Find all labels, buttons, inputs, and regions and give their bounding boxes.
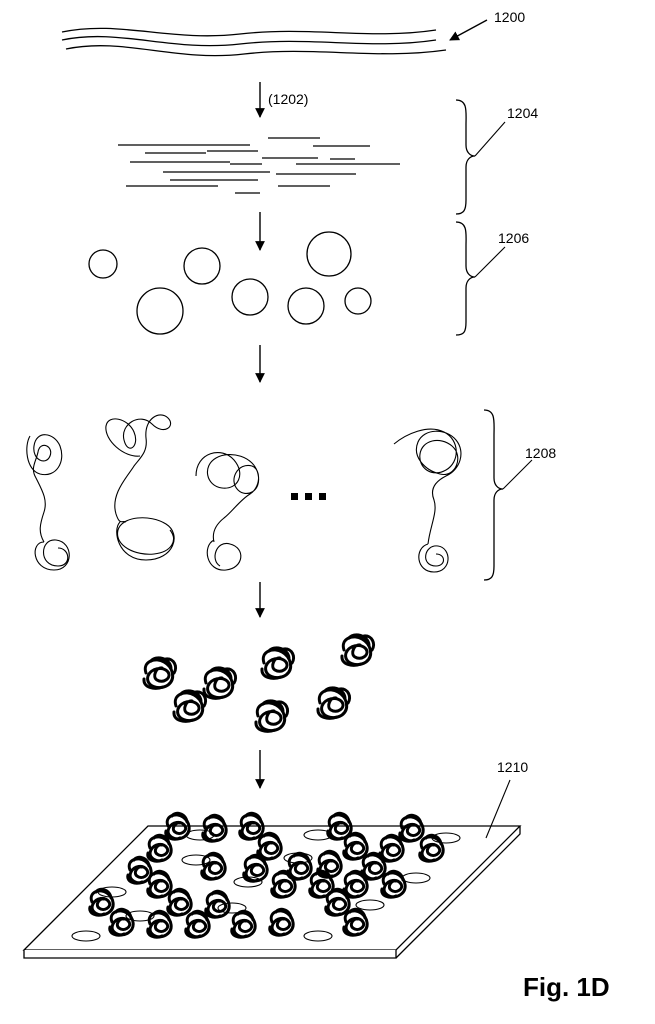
ref-label-1210: 1210 bbox=[497, 759, 528, 775]
ref-label-1200: 1200 bbox=[494, 9, 525, 25]
leader-1206 bbox=[475, 247, 505, 277]
ref-label-1206: 1206 bbox=[498, 230, 529, 246]
rolling-circle-products bbox=[27, 415, 461, 572]
genomic-dna-strands bbox=[62, 28, 446, 55]
ellipsis-dots bbox=[291, 493, 326, 500]
leader-1204 bbox=[475, 122, 505, 156]
pointer-arrow-1200 bbox=[450, 20, 487, 40]
dna-nanoballs bbox=[144, 635, 374, 731]
leader-1208 bbox=[503, 460, 532, 489]
ref-label-1208: 1208 bbox=[525, 445, 556, 461]
ref-label-1202: (1202) bbox=[268, 91, 308, 107]
dna-fragments bbox=[118, 138, 400, 193]
brace-1208 bbox=[484, 410, 503, 580]
figure-caption: Fig. 1D bbox=[523, 972, 610, 1002]
brace-1206 bbox=[456, 222, 475, 335]
ref-label-1204: 1204 bbox=[507, 105, 538, 121]
brace-1204 bbox=[456, 100, 475, 214]
circularized-fragments bbox=[89, 232, 371, 334]
